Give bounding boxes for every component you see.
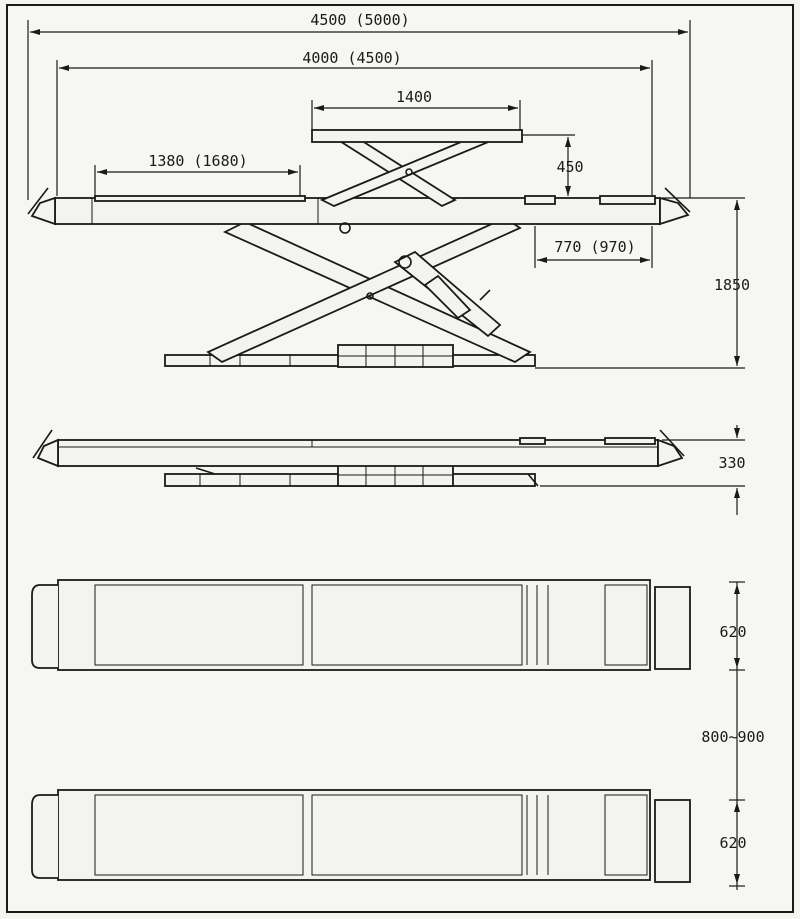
dim-max-height: 1850: [714, 276, 750, 294]
dim-overall-length: 4500 (5000): [310, 11, 409, 29]
top-view-platform-1: [31, 579, 691, 671]
dim-min-height: 330: [718, 454, 745, 472]
main-platform: [54, 197, 661, 225]
secondary-platform: [311, 129, 523, 143]
control-boxes: [337, 344, 454, 368]
dim-approach-ramp-length: 1380 (1680): [148, 152, 247, 170]
dim-platform-width-rear: 620: [719, 834, 746, 852]
side-view-lowered: [32, 429, 685, 487]
end-ramp-plate: [654, 586, 691, 670]
dim-platform-length: 4000 (4500): [302, 49, 401, 67]
approach-ramp: [94, 195, 306, 202]
dim-secondary-lift-height: 450: [556, 158, 583, 176]
dim-platform-gap: 800~900: [701, 728, 764, 746]
top-view-platform-2: [31, 789, 691, 883]
side-view-raised: [27, 129, 691, 368]
dimension-lines: [27, 20, 745, 890]
main-platform-lowered: [57, 439, 659, 467]
rear-ramp: [659, 196, 690, 226]
end-ramp-plate: [654, 799, 691, 883]
dim-platform-width-front: 620: [719, 623, 746, 641]
front-ramp: [30, 196, 56, 226]
dim-ramp-extension: 770 (970): [554, 238, 635, 256]
hydraulic-cylinder: [393, 250, 502, 338]
dim-secondary-platform-length: 1400: [396, 88, 432, 106]
